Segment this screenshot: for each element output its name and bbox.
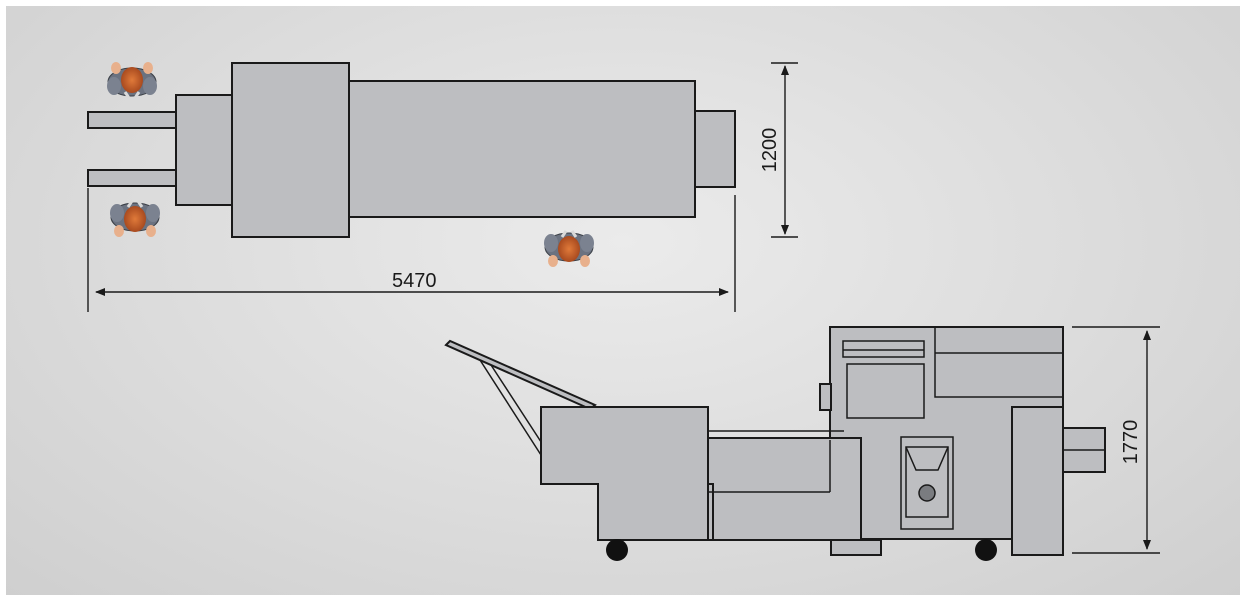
side-view	[444, 326, 1106, 561]
body-top	[348, 80, 696, 218]
wheel	[975, 539, 997, 561]
main-unit-top	[231, 62, 350, 238]
delivery-column	[1011, 406, 1064, 556]
length-dimension: 5470	[87, 188, 736, 312]
top-view	[87, 62, 736, 238]
wheel	[606, 539, 628, 561]
operator-icon	[542, 229, 596, 269]
machine-drawing: 5470 1200	[6, 6, 1240, 595]
width-label: 1200	[759, 128, 781, 173]
width-dimension: 1200	[759, 62, 798, 238]
operator-icon	[105, 60, 159, 100]
length-label: 5470	[392, 270, 437, 292]
delivery-top	[694, 110, 736, 188]
feeder-block	[175, 94, 235, 206]
side-feeder	[540, 406, 709, 541]
side-foot	[830, 539, 882, 556]
control-panel	[900, 436, 954, 530]
height-dimension: 1770	[1072, 326, 1160, 554]
height-label: 1770	[1120, 420, 1142, 465]
side-mid-body	[707, 437, 862, 541]
feed-ramp	[444, 339, 597, 411]
operator-icon	[108, 199, 162, 239]
side-knob	[819, 383, 832, 411]
